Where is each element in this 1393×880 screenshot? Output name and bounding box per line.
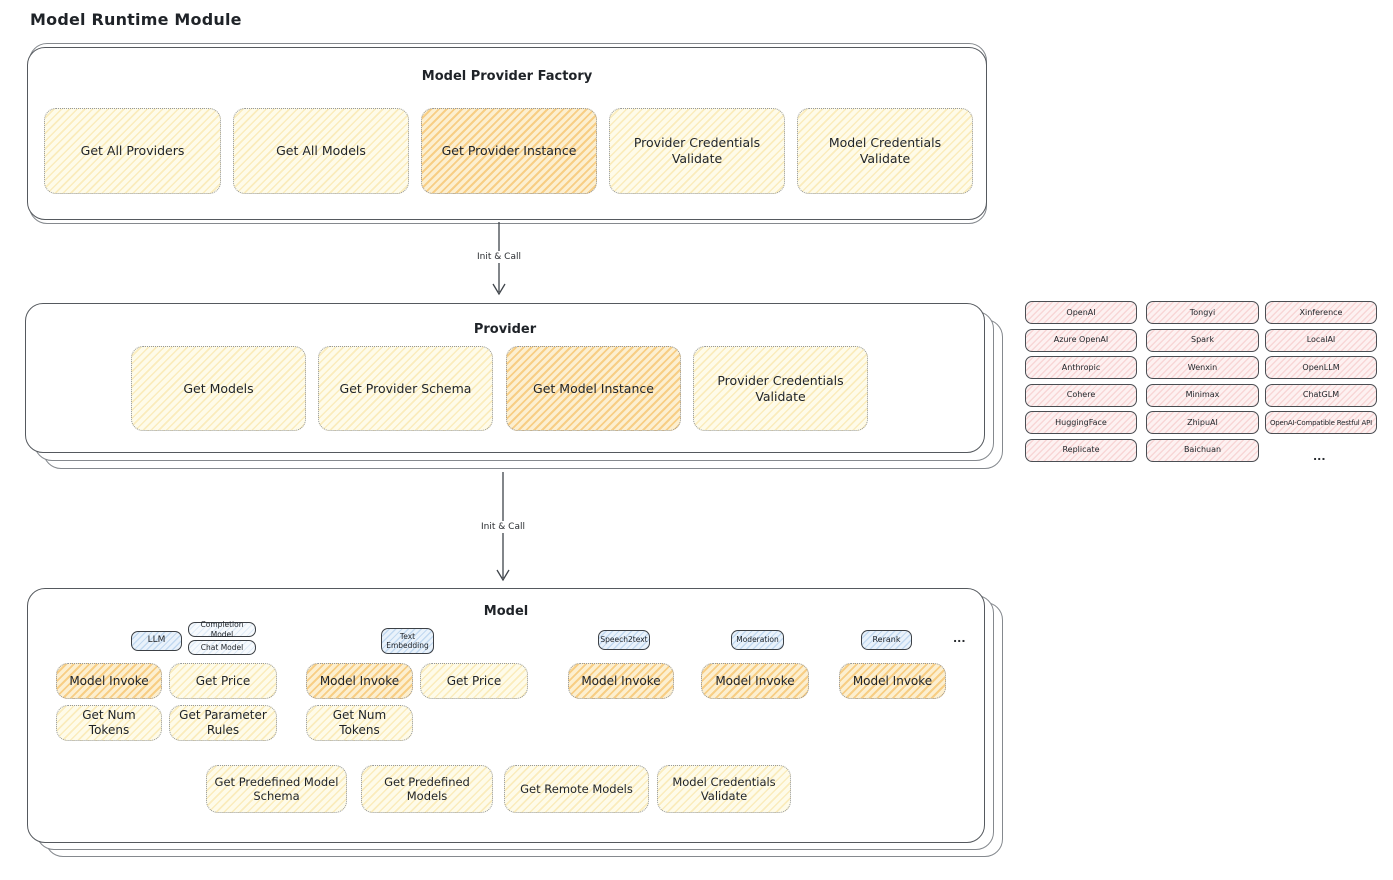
model-panel: Model LLM Completion Model Chat Model Te… (27, 588, 985, 843)
node-llm-get-price: Get Price (169, 663, 277, 699)
provider-chatglm: ChatGLM (1265, 383, 1377, 407)
provider-title: Provider (473, 322, 537, 337)
tab-speech2text: Speech2text (598, 630, 650, 650)
node-rerank-model-invoke: Model Invoke (839, 663, 946, 699)
node-get-predefined-models: Get Predefined Models (361, 765, 493, 813)
node-moderation-model-invoke: Model Invoke (701, 663, 809, 699)
provider-panel: Provider Get Models Get Provider Schema … (25, 303, 985, 453)
node-speech2text-model-invoke: Model Invoke (568, 663, 674, 699)
provider-list-column-3: Xinference LocalAI OpenLLM ChatGLM OpenA… (1265, 301, 1377, 435)
provider-cohere: Cohere (1025, 383, 1137, 407)
provider-xinference: Xinference (1265, 301, 1377, 324)
diagram-title: Model Runtime Module (30, 10, 242, 29)
tab-text-embedding: Text Embedding (381, 628, 434, 654)
provider-spark: Spark (1146, 328, 1259, 352)
provider-openllm: OpenLLM (1265, 356, 1377, 380)
node-provider-credentials-validate: Provider Credentials Validate (609, 108, 785, 194)
node-get-remote-models: Get Remote Models (504, 765, 649, 813)
node-get-model-instance: Get Model Instance (506, 346, 681, 431)
node-llm-model-invoke: Model Invoke (56, 663, 162, 699)
provider-replicate: Replicate (1025, 438, 1137, 462)
node-llm-get-parameter-rules: Get Parameter Rules (169, 705, 277, 741)
node-get-predefined-model-schema: Get Predefined Model Schema (206, 765, 347, 813)
provider-localai: LocalAI (1265, 328, 1377, 352)
node-model-credentials-validate: Model Credentials Validate (797, 108, 973, 194)
provider-openai: OpenAI (1025, 301, 1137, 324)
node-embedding-get-num-tokens: Get Num Tokens (306, 705, 413, 741)
provider-minimax: Minimax (1146, 383, 1259, 407)
model-title: Model (483, 604, 529, 619)
provider-huggingface: HuggingFace (1025, 411, 1137, 435)
provider-list-column-1: OpenAI Azure OpenAI Anthropic Cohere Hug… (1025, 301, 1137, 462)
tab-llm: LLM (131, 631, 182, 651)
factory-title: Model Provider Factory (421, 69, 593, 84)
node-model-credentials-validate-2: Model Credentials Validate (657, 765, 791, 813)
provider-wenxin: Wenxin (1146, 356, 1259, 380)
provider-list-more-indicator: ... (1313, 450, 1326, 463)
tab-rerank: Rerank (861, 630, 912, 650)
model-tabs-more-indicator: ... (953, 632, 966, 645)
node-get-all-models: Get All Models (233, 108, 409, 194)
provider-baichuan: Baichuan (1146, 438, 1259, 462)
init-call-label-1: Init & Call (474, 251, 524, 263)
node-provider-credentials-validate-2: Provider Credentials Validate (693, 346, 868, 431)
tab-completion-model: Completion Model (188, 620, 256, 639)
node-get-all-providers: Get All Providers (44, 108, 221, 194)
factory-panel: Model Provider Factory Get All Providers… (27, 47, 987, 220)
provider-openai-compatible: OpenAI-Compatible Restful API (1265, 411, 1377, 435)
node-embedding-get-price: Get Price (420, 663, 528, 699)
init-call-label-2: Init & Call (478, 521, 528, 533)
provider-tongyi: Tongyi (1146, 301, 1259, 324)
provider-list-column-2: Tongyi Spark Wenxin Minimax ZhipuAI Baic… (1146, 301, 1259, 462)
provider-zhipuai: ZhipuAI (1146, 411, 1259, 435)
tab-moderation: Moderation (731, 630, 784, 650)
tab-chat-model: Chat Model (188, 640, 256, 655)
node-get-models: Get Models (131, 346, 306, 431)
node-get-provider-schema: Get Provider Schema (318, 346, 493, 431)
node-embedding-model-invoke: Model Invoke (306, 663, 413, 699)
provider-azure-openai: Azure OpenAI (1025, 328, 1137, 352)
node-llm-get-num-tokens: Get Num Tokens (56, 705, 162, 741)
provider-anthropic: Anthropic (1025, 356, 1137, 380)
node-get-provider-instance: Get Provider Instance (421, 108, 597, 194)
